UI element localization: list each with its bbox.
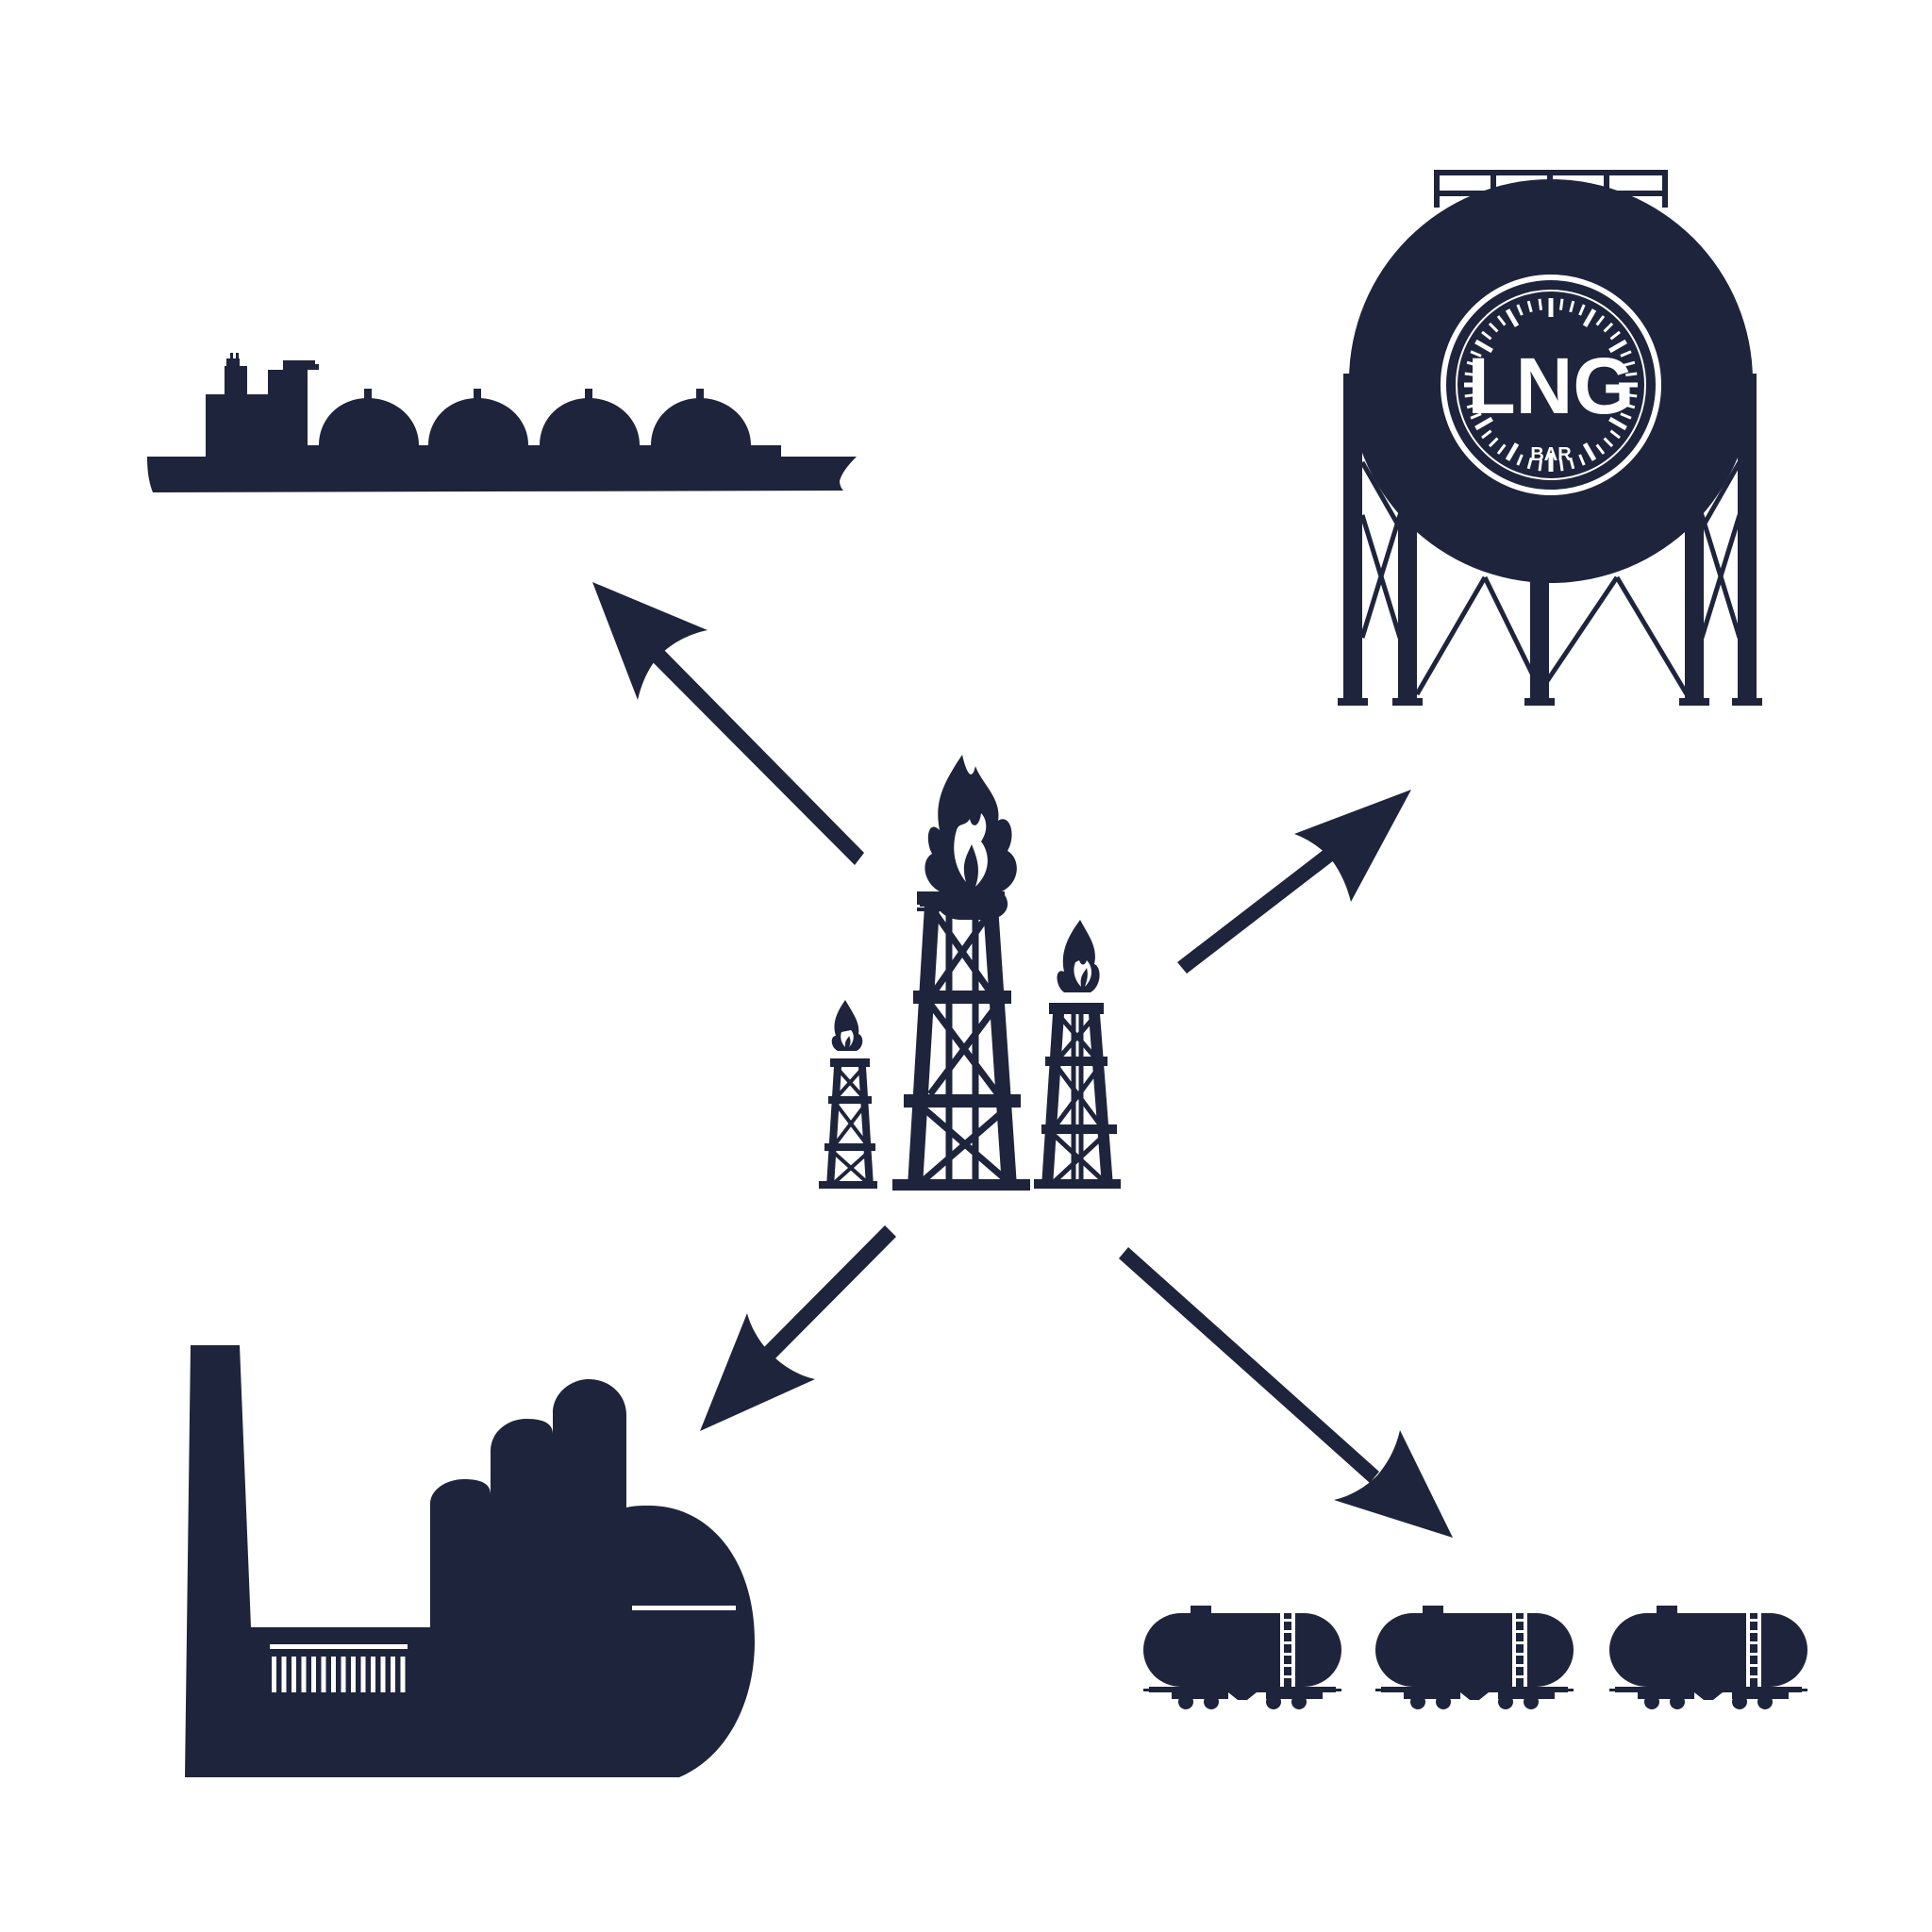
arrow-icon: [700, 1225, 896, 1431]
gauge-tick: [1558, 459, 1564, 472]
gauge-tick: [1582, 308, 1597, 327]
rail-tank-car: [1143, 1606, 1341, 1709]
gauge-tick: [1609, 330, 1621, 341]
gas-rigs-icon: [819, 755, 1121, 1191]
factory-windows: [270, 1606, 736, 1649]
gauge-tick: [1603, 437, 1614, 448]
factory-grill-bar: [321, 1657, 326, 1692]
factory-grill-bar: [331, 1657, 336, 1692]
gauge-tick: [1595, 443, 1606, 455]
arrow-icon: [592, 582, 864, 865]
gauge-tick: [1505, 308, 1520, 327]
factory-grill-bar: [281, 1657, 287, 1692]
rail-tank-cars-icon: [1143, 1606, 1807, 1709]
gauge-tick: [1538, 459, 1543, 472]
gauge-tick: [1526, 457, 1533, 470]
lng-carrier-ship-icon: [147, 353, 857, 492]
gauge-tick: [1474, 339, 1493, 354]
gauge-tick: [1526, 300, 1533, 313]
gauge-tick: [1488, 322, 1499, 333]
factory-grill-bar: [291, 1657, 296, 1692]
factory-grill-bar: [351, 1657, 356, 1692]
rig-medium: [1034, 920, 1121, 1189]
gauge-tick: [1516, 454, 1524, 466]
gauge-tick: [1496, 443, 1507, 455]
factory-icon: [185, 1345, 755, 1777]
gauge-tick: [1625, 392, 1638, 398]
rig-small: [819, 1000, 877, 1189]
gauge-tick: [1470, 350, 1482, 358]
factory-grill-bar: [311, 1657, 316, 1692]
rail-tank-car: [1375, 1606, 1574, 1709]
factory-grill-bar: [272, 1657, 276, 1692]
gauge-tick: [1608, 339, 1627, 354]
factory-grill-bar: [341, 1657, 346, 1692]
factory-grill-bar: [371, 1657, 375, 1692]
gauge-tick: [1608, 416, 1627, 431]
gauge-tick: [1470, 412, 1482, 420]
gauge-tick: [1578, 454, 1586, 466]
arrow-icon: [1177, 790, 1411, 974]
gauge-unit-label: BAR: [1530, 444, 1572, 465]
gauge-tick: [1569, 300, 1575, 313]
arrow-icon: [1119, 1247, 1453, 1538]
rig-large: [892, 755, 1030, 1191]
gauge-tick: [1516, 304, 1524, 316]
gauge-tick: [1481, 429, 1492, 440]
gauge-tick: [1582, 442, 1597, 461]
gauge-tick: [1595, 315, 1606, 326]
factory-grill-bar: [400, 1657, 406, 1692]
gauge-tick: [1620, 350, 1632, 358]
gauge-tick: [1474, 416, 1493, 431]
gauge-tick: [1569, 457, 1575, 470]
factory-grill-bar: [380, 1657, 386, 1692]
gauge-tick: [1620, 412, 1632, 420]
gauge-tick: [1623, 403, 1636, 409]
gauge-tick: [1481, 330, 1492, 341]
lng-label: LNG: [1467, 341, 1634, 430]
gauge-tick: [1505, 442, 1520, 461]
gauge-tick: [1538, 298, 1543, 310]
gauge-tick: [1464, 392, 1476, 398]
factory-grill-bar: [360, 1657, 366, 1692]
gauge-tick: [1578, 304, 1586, 316]
pressure-gauge: LNG BAR: [1441, 275, 1661, 495]
rail-tank-car: [1609, 1606, 1807, 1709]
gauge-tick: [1609, 429, 1621, 440]
gauge-tick: [1464, 372, 1476, 377]
gauge-tick: [1625, 372, 1638, 377]
tank-legs: [1338, 374, 1762, 706]
lng-storage-tank-icon: LNG BAR: [1338, 170, 1762, 706]
gauge-tick: [1466, 403, 1479, 409]
gauge-tick: [1558, 298, 1564, 310]
gauge-tick: [1466, 360, 1479, 367]
arrows: [592, 582, 1453, 1538]
gauge-tick: [1603, 322, 1614, 333]
factory-grill-bar: [301, 1657, 307, 1692]
gauge-tick: [1488, 437, 1499, 448]
factory-grill-bar: [391, 1657, 395, 1692]
gauge-tick: [1496, 315, 1507, 326]
gauge-tick: [1623, 360, 1636, 367]
